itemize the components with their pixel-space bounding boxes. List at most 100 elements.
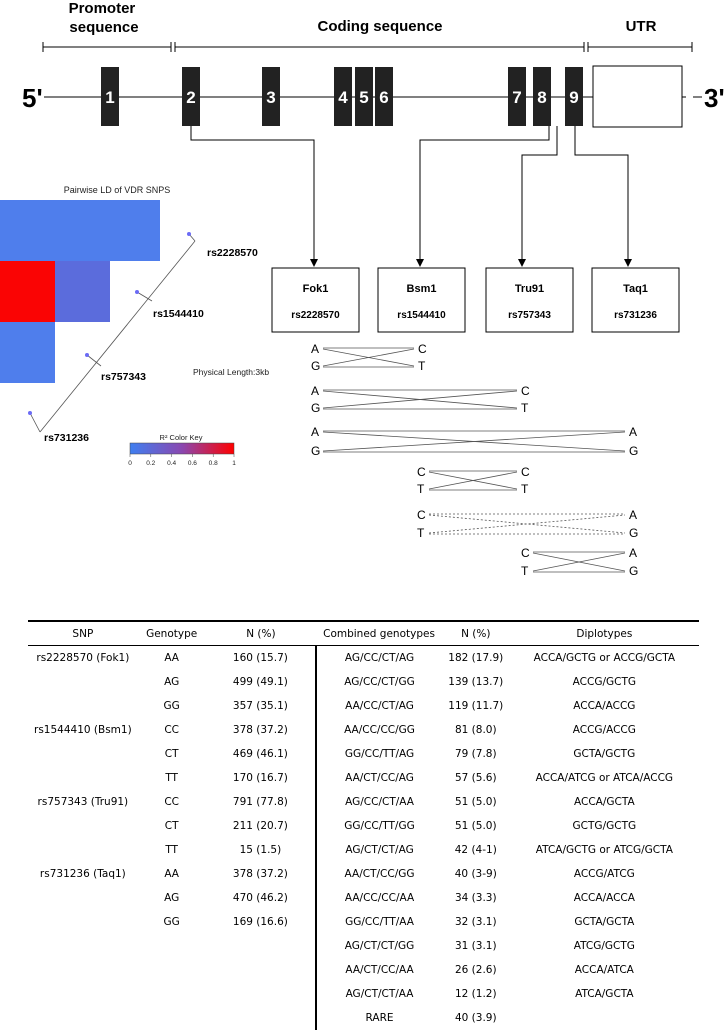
table-cell: CT xyxy=(138,742,206,766)
allele-label: T xyxy=(418,359,426,373)
snp-box-rs: rs731236 xyxy=(614,310,657,321)
table-cell: 169 (16.6) xyxy=(206,910,317,934)
snp-box-name: Fok1 xyxy=(303,283,329,295)
table-cell: ACCA/GCTG or ACCG/GCTA xyxy=(510,646,699,671)
table-cell: AG xyxy=(138,670,206,694)
table-cell: AG/CC/CT/AA xyxy=(316,790,442,814)
table-cell: GG xyxy=(138,694,206,718)
table-cell: CC xyxy=(138,718,206,742)
table-cell xyxy=(206,1006,317,1030)
allele-label: G xyxy=(629,564,638,578)
table-cell xyxy=(28,1006,138,1030)
exon-3: 3 xyxy=(262,67,280,126)
allele-label: A xyxy=(629,546,637,560)
ld-snp-label: rs1544410 xyxy=(153,308,204,320)
table-cell: 32 (3.1) xyxy=(442,910,510,934)
allele-label: T xyxy=(417,526,425,540)
allele-label: T xyxy=(417,482,425,496)
table-cell: AA/CT/CC/GG xyxy=(316,862,442,886)
table-cell xyxy=(28,982,138,1006)
ld-cell xyxy=(0,322,55,383)
exon-label: 1 xyxy=(105,88,114,107)
table-cell: ACCG/ACCG xyxy=(510,718,699,742)
table-cell: ACCA/ATCG or ATCA/ACCG xyxy=(510,766,699,790)
allele-label: C xyxy=(521,465,530,479)
ld-cell xyxy=(0,200,160,261)
exon-7: 7 xyxy=(508,67,526,126)
table-cell xyxy=(28,670,138,694)
region-label-utr: UTR xyxy=(626,18,657,35)
table-cell: ATCA/GCTG or ATCG/GCTA xyxy=(510,838,699,862)
allele-label: G xyxy=(311,359,320,373)
snp-box-rs: rs2228570 xyxy=(291,310,340,321)
table-cell: 79 (7.8) xyxy=(442,742,510,766)
exon-9: 9 xyxy=(565,67,583,126)
table-cell: 57 (5.6) xyxy=(442,766,510,790)
table-cell: AG/CT/CT/GG xyxy=(316,934,442,958)
allele-label: G xyxy=(311,401,320,415)
table-cell xyxy=(28,958,138,982)
table-cell: RARE xyxy=(316,1006,442,1030)
snp-box-name: Taq1 xyxy=(623,283,648,295)
ld-snp-label: rs757343 xyxy=(101,371,146,383)
column-header: SNP xyxy=(28,621,138,646)
table-cell: 34 (3.3) xyxy=(442,886,510,910)
table-cell: 42 (4-1) xyxy=(442,838,510,862)
table-cell: AG/CT/CT/AA xyxy=(316,982,442,1006)
snp-box-group: Fok1rs2228570Bsm1rs1544410Tru91rs757343T… xyxy=(272,268,679,332)
exon-label: 4 xyxy=(338,88,348,107)
table-cell: ACCA/ACCA xyxy=(510,886,699,910)
table-cell: 170 (16.7) xyxy=(206,766,317,790)
table-cell xyxy=(28,910,138,934)
color-key-tick-label: 1 xyxy=(232,460,236,467)
table-cell: GG/CC/TT/AG xyxy=(316,742,442,766)
column-header: N (%) xyxy=(206,621,317,646)
allele-label: G xyxy=(311,444,320,458)
exon-8: 8 xyxy=(533,67,551,126)
table-cell: GG/CC/TT/AA xyxy=(316,910,442,934)
color-key-bar xyxy=(130,443,234,454)
table-cell xyxy=(138,958,206,982)
color-key-tick-label: 0.6 xyxy=(188,460,197,467)
region-brackets xyxy=(43,42,692,52)
table-cell xyxy=(28,814,138,838)
snp-box-fok1: Fok1 rs2228570 xyxy=(272,268,359,332)
table-cell: 119 (11.7) xyxy=(442,694,510,718)
table-cell xyxy=(206,958,317,982)
table-cell: 81 (8.0) xyxy=(442,718,510,742)
table-cell: ACCG/GCTG xyxy=(510,670,699,694)
exon-label: 9 xyxy=(569,88,578,107)
exon-label: 7 xyxy=(512,88,521,107)
table-cell xyxy=(206,982,317,1006)
table-cell xyxy=(28,886,138,910)
allele-label: A xyxy=(629,508,637,522)
table-cell xyxy=(28,742,138,766)
table-header-row: SNP Genotype N (%) Combined genotypes N … xyxy=(28,621,699,646)
exon-4: 4 xyxy=(334,67,352,126)
allele-label: T xyxy=(521,482,529,496)
table-cell xyxy=(138,982,206,1006)
region-label-coding: Coding sequence xyxy=(317,18,442,35)
three-prime-label: 3' xyxy=(704,83,725,113)
ld-cell xyxy=(55,261,110,322)
allele-label: A xyxy=(311,384,319,398)
table-cell: 470 (46.2) xyxy=(206,886,317,910)
exon-5: 5 xyxy=(355,67,373,126)
color-key-tick-label: 0.4 xyxy=(167,460,176,467)
table-cell: 31 (3.1) xyxy=(442,934,510,958)
table-cell: 469 (46.1) xyxy=(206,742,317,766)
table-cell: CT xyxy=(138,814,206,838)
table-cell: AA/CC/CC/GG xyxy=(316,718,442,742)
table-cell: AA/CC/CC/AA xyxy=(316,886,442,910)
exon-2: 2 xyxy=(182,67,200,126)
